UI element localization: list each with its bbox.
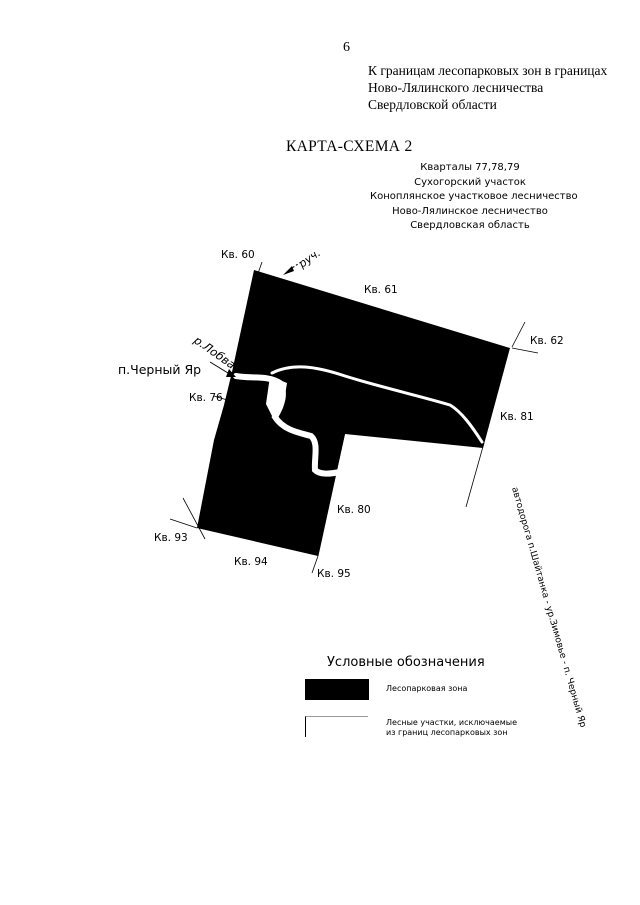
excluded-settlement-plot [266, 376, 287, 418]
legend-title: Условные обозначения [327, 655, 485, 670]
legend-swatch-excluded-plots [305, 716, 368, 737]
map-info: Кварталы 77,78,79 Сухогорский участок Ко… [370, 161, 578, 234]
excluded-road-strip [270, 365, 484, 444]
header-line-2: Ново-Лялинского лесничества [368, 80, 544, 95]
map-title: КАРТА-СХЕМА 2 [286, 138, 413, 155]
info-district: Коноплянское участковое лесничество [370, 191, 578, 202]
label-kv95: Кв. 95 [317, 568, 351, 580]
boundary-line [511, 321, 526, 348]
header-line-3: Свердловской области [368, 97, 497, 112]
excluded-plots [233, 365, 484, 477]
boundary-line [511, 347, 539, 354]
boundary-line [182, 497, 206, 540]
boundary-line [465, 442, 485, 508]
label-kv61: Кв. 61 [364, 284, 398, 296]
document-header: К границам лесопарковых зон в границах Н… [368, 62, 607, 113]
legend-label-excluded-plots: Лесные участки, исключаемые из границ ле… [386, 718, 517, 738]
label-settlement: п.Черный Яр [118, 362, 201, 377]
label-kv94: Кв. 94 [234, 556, 268, 568]
label-kv76: Кв. 76 [189, 392, 223, 404]
info-section: Сухогорский участок [414, 176, 526, 188]
forest-park-zone [197, 270, 510, 556]
boundary-line [169, 518, 198, 529]
label-kv60: Кв. 60 [221, 249, 255, 261]
boundary-line [311, 555, 319, 574]
label-kv80: Кв. 80 [337, 504, 371, 516]
stream-arrow [283, 261, 302, 275]
label-kv93: Кв. 93 [154, 532, 188, 544]
info-region: Свердловская область [410, 220, 530, 231]
river-arrow [209, 361, 236, 377]
legend-label-forest-park-zone: Лесопарковая зона [386, 684, 468, 693]
legend-swatch-forest-park-zone [305, 679, 369, 700]
info-forestry: Ново-Лялинское лесничество [392, 205, 548, 217]
header-line-1: К границам лесопарковых зон в границах [368, 63, 608, 78]
page-number: 6 [343, 40, 350, 55]
info-quarters: Кварталы 77,78,79 [420, 162, 520, 173]
label-road: автодорога п.Шайтанка - ур.Зимовье - п. … [509, 486, 587, 729]
label-stream: руч. [295, 246, 323, 271]
legend-label-excluded-line-1: Лесные участки, исключаемые [386, 718, 517, 727]
legend-label-excluded-line-2: из границ лесопарковых зон [386, 728, 508, 737]
label-kv62: Кв. 62 [530, 335, 564, 347]
label-kv81: Кв. 81 [500, 411, 534, 423]
